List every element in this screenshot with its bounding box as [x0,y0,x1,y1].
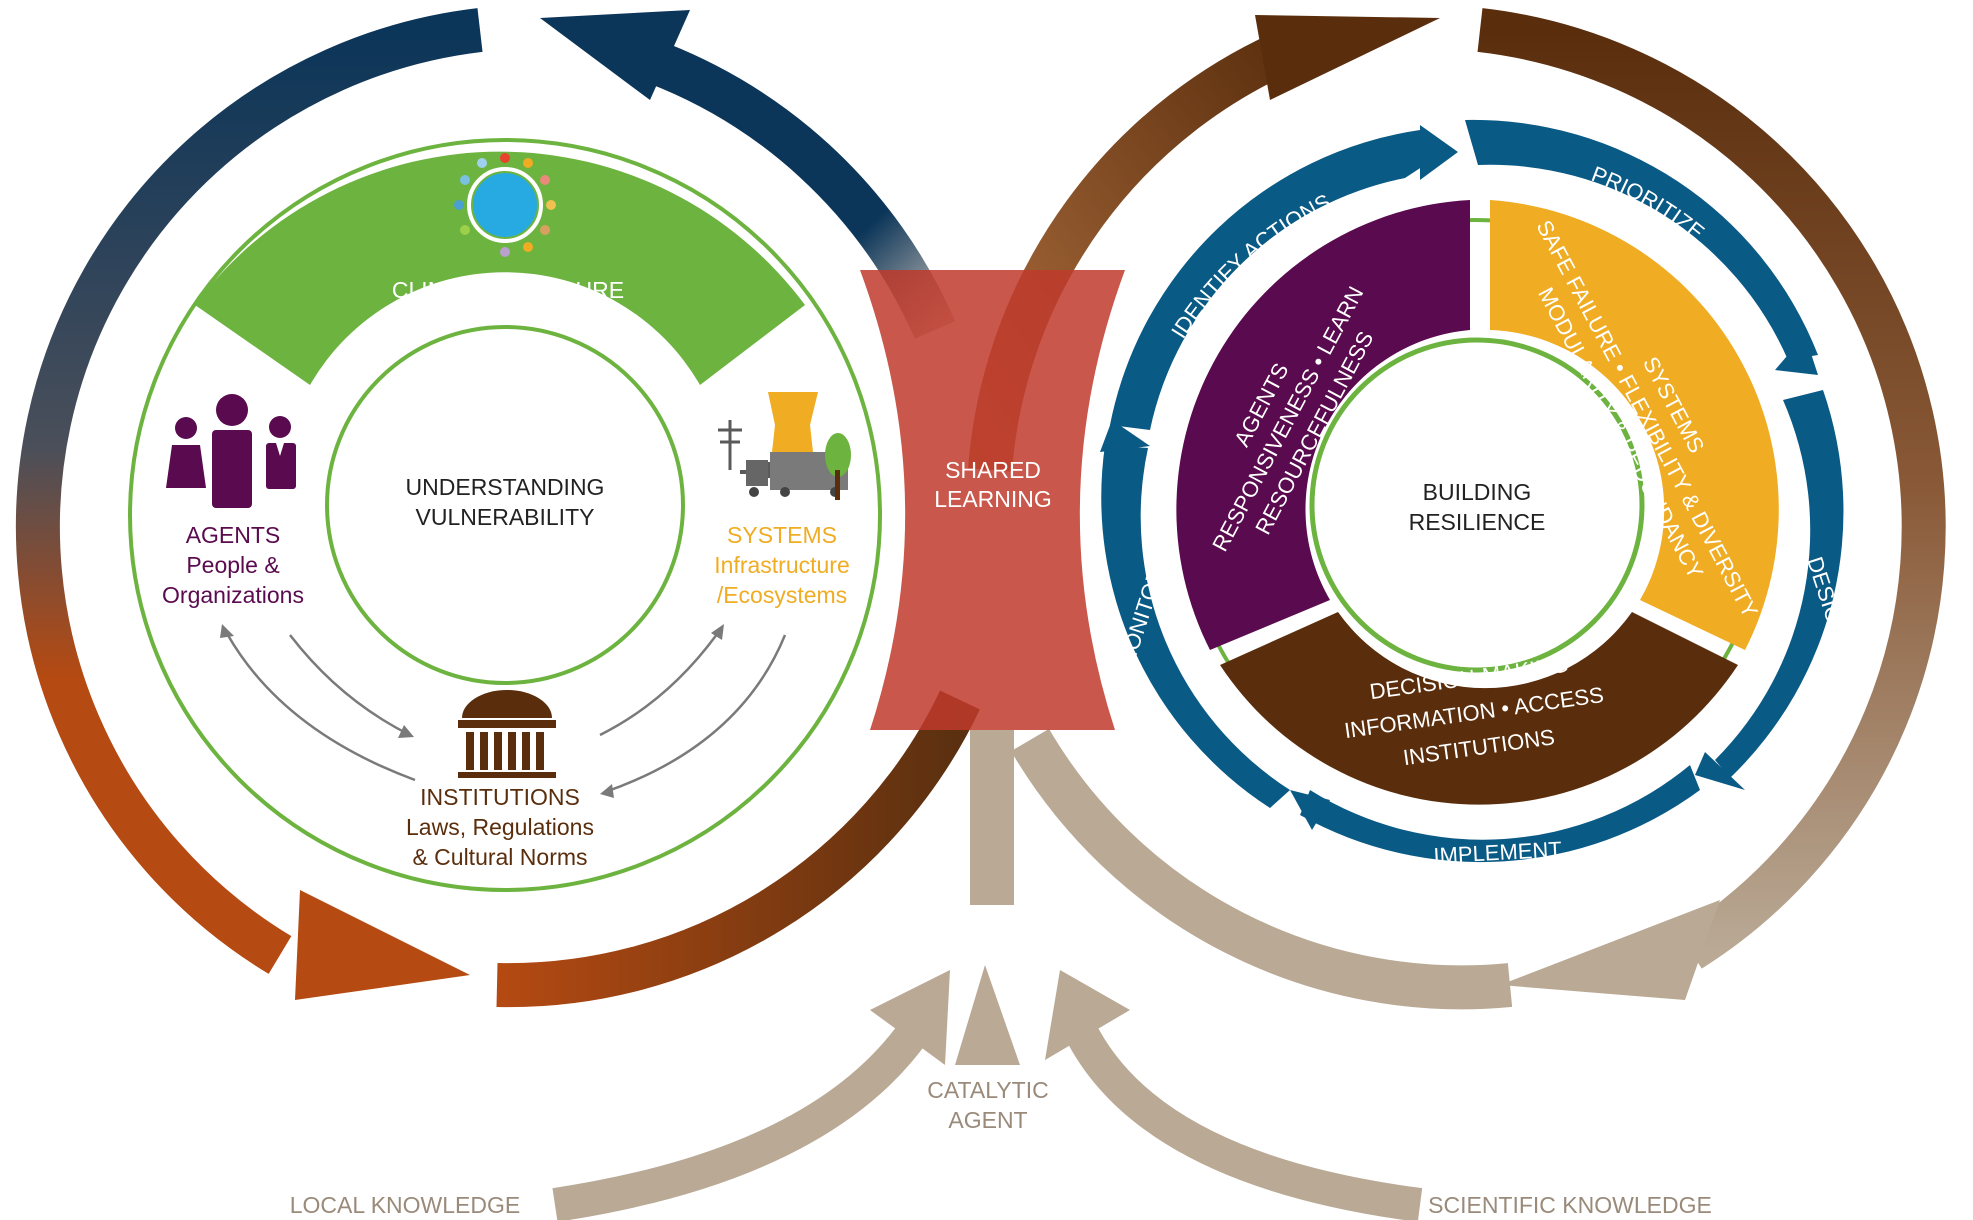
people-icon [166,394,296,508]
right-bottom-arrowhead [1500,900,1720,1000]
systems-line2: /Ecosystems [717,582,847,608]
scientific-knowledge-arrow [1064,1022,1423,1220]
left-bottom-arrowhead [295,890,470,1000]
agents-title: AGENTS [186,522,281,548]
local-knowledge-arrow [552,1020,929,1220]
right-bottom-arc [1011,728,1513,1010]
shared-label: SHARED [945,457,1041,483]
institutions-segment [1220,612,1738,805]
understanding-label: UNDERSTANDING [406,474,605,500]
scientific-knowledge-arrowhead [1045,970,1130,1060]
globe-icon [454,153,556,257]
agent-label: AGENT [948,1107,1027,1133]
climate-exposure-label: CLIMATE EXPOSURE [392,277,624,303]
implement-label: IMPLEMENT [1433,837,1562,869]
left-outer-cycle-arrows [15,8,980,1008]
institutions-title: INSTITUTIONS [420,784,580,810]
systems-segment [1490,200,1779,650]
vulnerability-label: VULNERABILITY [416,504,595,530]
resilience-circle: BUILDING RESILIENCE AGENTS RESPONSIVENES… [1100,119,1852,869]
climate-exposure-band [195,151,805,385]
learning-label: LEARNING [934,486,1052,512]
right-outer-arc [1477,8,1946,969]
agents-line2: Organizations [162,582,304,608]
left-outer-arc [15,8,483,974]
tree-icon [825,433,851,500]
catalytic-agent-bar [970,730,1014,905]
systems-line1: Infrastructure [714,552,850,578]
shared-learning-hourglass: SHARED LEARNING [860,270,1125,730]
catalytic-arrowhead [955,965,1020,1065]
left-bottom-arc [496,690,980,1008]
systems-title: SYSTEMS [727,522,837,548]
scientific-knowledge-label: SCIENTIFIC KNOWLEDGE [1428,1192,1712,1218]
agents-line1: People & [186,552,279,578]
local-knowledge-arrowhead [870,970,950,1065]
vulnerability-circle: CLIMATE EXPOSURE UNDERSTANDING VULNERABI… [128,138,882,892]
adaptive-cycle-ring [1100,119,1844,863]
right-top-arrowhead [1255,15,1440,100]
catalytic-label: CATALYTIC [927,1077,1048,1103]
building-label: BUILDING [1423,479,1532,505]
knowledge-arrows [552,965,1423,1220]
interaction-arrowheads [220,624,724,798]
resilience-label: RESILIENCE [1409,509,1546,535]
institutions-line1: Laws, Regulations [406,814,594,840]
left-top-arrowhead [540,10,690,100]
agents-segment [1176,200,1470,650]
local-knowledge-label: LOCAL KNOWLEDGE [290,1192,520,1218]
institutions-line2: & Cultural Norms [412,844,587,870]
institution-building-icon [458,690,556,778]
interaction-arrows [223,629,787,794]
